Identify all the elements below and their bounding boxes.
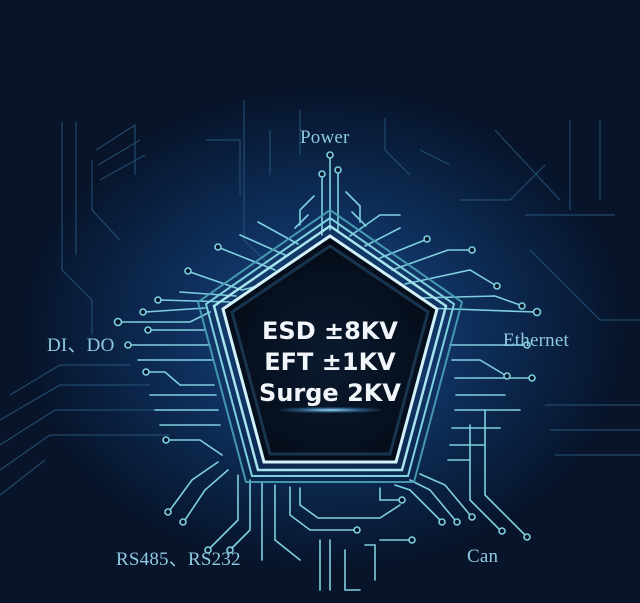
port-label-power: Power xyxy=(300,127,350,148)
port-label-can: Can xyxy=(467,546,499,567)
port-label-rs485-rs232: RS485、RS232 xyxy=(116,549,241,570)
port-label-di-do: DI、DO xyxy=(47,335,115,356)
spec-surge: Surge 2KV xyxy=(259,379,401,407)
circuit-traces xyxy=(119,157,536,591)
protection-pentagon xyxy=(196,208,464,483)
spec-eft: EFT ±1KV xyxy=(264,348,396,376)
spec-esd: ESD ±8KV xyxy=(262,317,398,345)
background-traces xyxy=(0,100,640,496)
trace-endpoints xyxy=(113,151,542,554)
spec-glow-line xyxy=(280,407,380,413)
port-label-ethernet: Ethernet xyxy=(503,330,569,351)
